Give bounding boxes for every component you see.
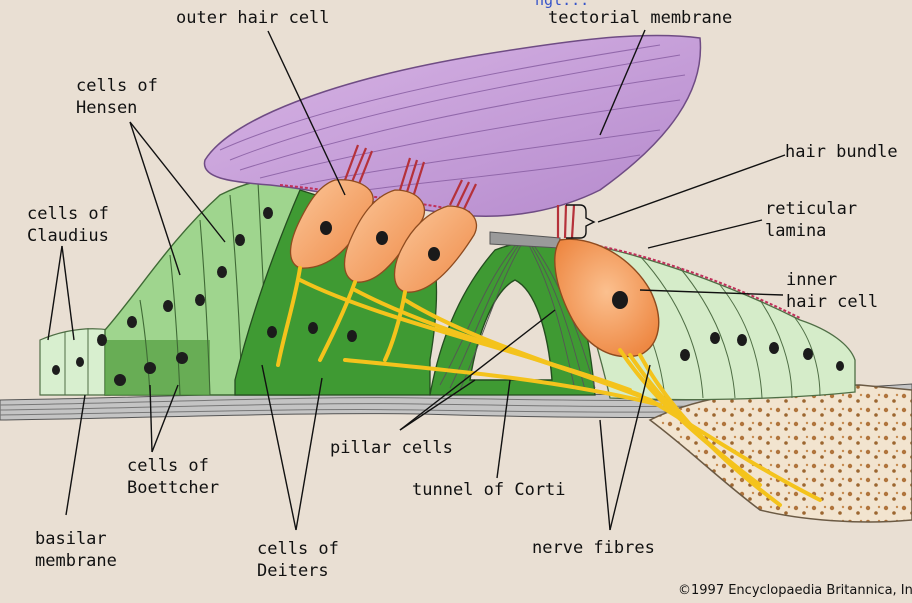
label-reticular-lamina-line1: reticular: [765, 199, 857, 220]
label-pillar-cells: pillar cells: [330, 438, 453, 459]
label-basilar-membrane-line2: membrane: [35, 551, 117, 572]
label-cells-of-claudius-line1: cells of: [27, 204, 109, 225]
label-outer-hair-cell: outer hair cell: [176, 8, 330, 29]
label-cells-of-boettcher-line2: Boettcher: [127, 478, 219, 499]
label-tectorial-membrane: tectorial membrane: [548, 8, 732, 29]
label-nerve-fibres: nerve fibres: [532, 538, 655, 559]
label-cells-of-hensen-line1: cells of: [76, 76, 158, 97]
label-reticular-lamina-line2: lamina: [765, 221, 826, 242]
label-cells-of-claudius-line2: Claudius: [27, 226, 109, 247]
label-basilar-membrane-line1: basilar: [35, 529, 107, 550]
label-cells-of-hensen-line2: Hensen: [76, 98, 137, 119]
bone-shape: [650, 385, 912, 522]
label-cells-of-deiters-line1: cells of: [257, 539, 339, 560]
label-cells-of-boettcher-line1: cells of: [127, 456, 209, 477]
label-inner-hair-cell-line2: hair cell: [786, 292, 878, 313]
copyright-credit: ©1997 Encyclopaedia Britannica, Inc.: [678, 580, 912, 601]
label-hair-bundle: hair bundle: [785, 142, 898, 163]
label-tunnel-of-corti: tunnel of Corti: [412, 480, 566, 501]
label-cells-of-deiters-line2: Deiters: [257, 561, 329, 582]
label-inner-hair-cell-line1: inner: [786, 270, 837, 291]
